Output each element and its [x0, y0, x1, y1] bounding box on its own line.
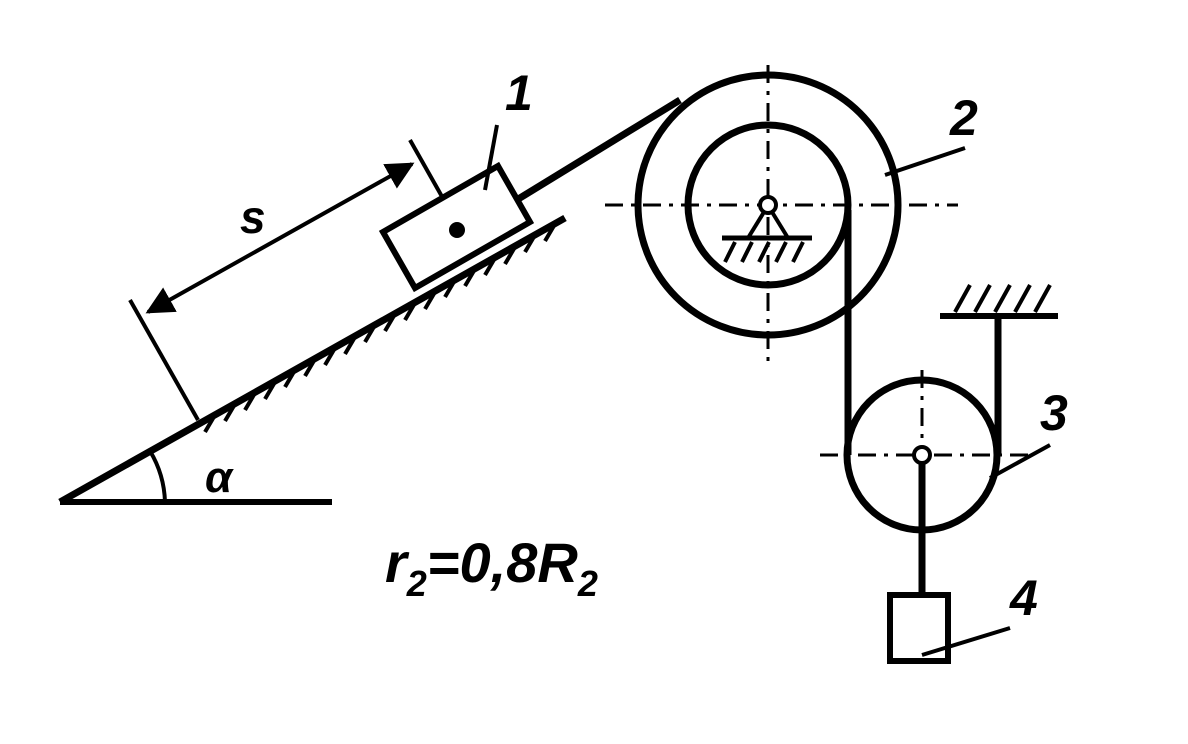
- weight-4: [887, 592, 951, 664]
- pulley-3-label: 3: [1040, 385, 1068, 441]
- block-1-label: 1: [505, 65, 533, 121]
- radius-formula: r2=0,8R2: [385, 531, 598, 604]
- rope-block-to-pulley: [513, 97, 682, 204]
- formula-r: r: [385, 531, 410, 594]
- weight-4-leader: [921, 626, 1011, 657]
- pulley-2-centerlines: [605, 65, 958, 365]
- distance-label: s: [240, 191, 266, 243]
- dimension-extension-bottom: [128, 299, 200, 421]
- weight-4-label: 4: [1009, 570, 1038, 626]
- angle-label: α: [205, 453, 234, 502]
- block-1-center: [449, 222, 465, 238]
- formula-R-subscript: 2: [577, 563, 598, 604]
- pulley-3-leader: [989, 443, 1051, 480]
- distance-arrow: [145, 162, 415, 314]
- block-1-leader: [483, 124, 499, 191]
- pulley-2-label: 2: [949, 90, 978, 146]
- pulley-2-pivot-support: [722, 195, 812, 263]
- angle-arc: [148, 449, 167, 503]
- pulley-2-leader: [884, 146, 966, 177]
- formula-r-subscript: 2: [406, 563, 427, 604]
- pulley-3-axle: [912, 445, 932, 465]
- formula-value: =0,8R: [427, 531, 579, 594]
- ceiling-support: [940, 284, 1058, 319]
